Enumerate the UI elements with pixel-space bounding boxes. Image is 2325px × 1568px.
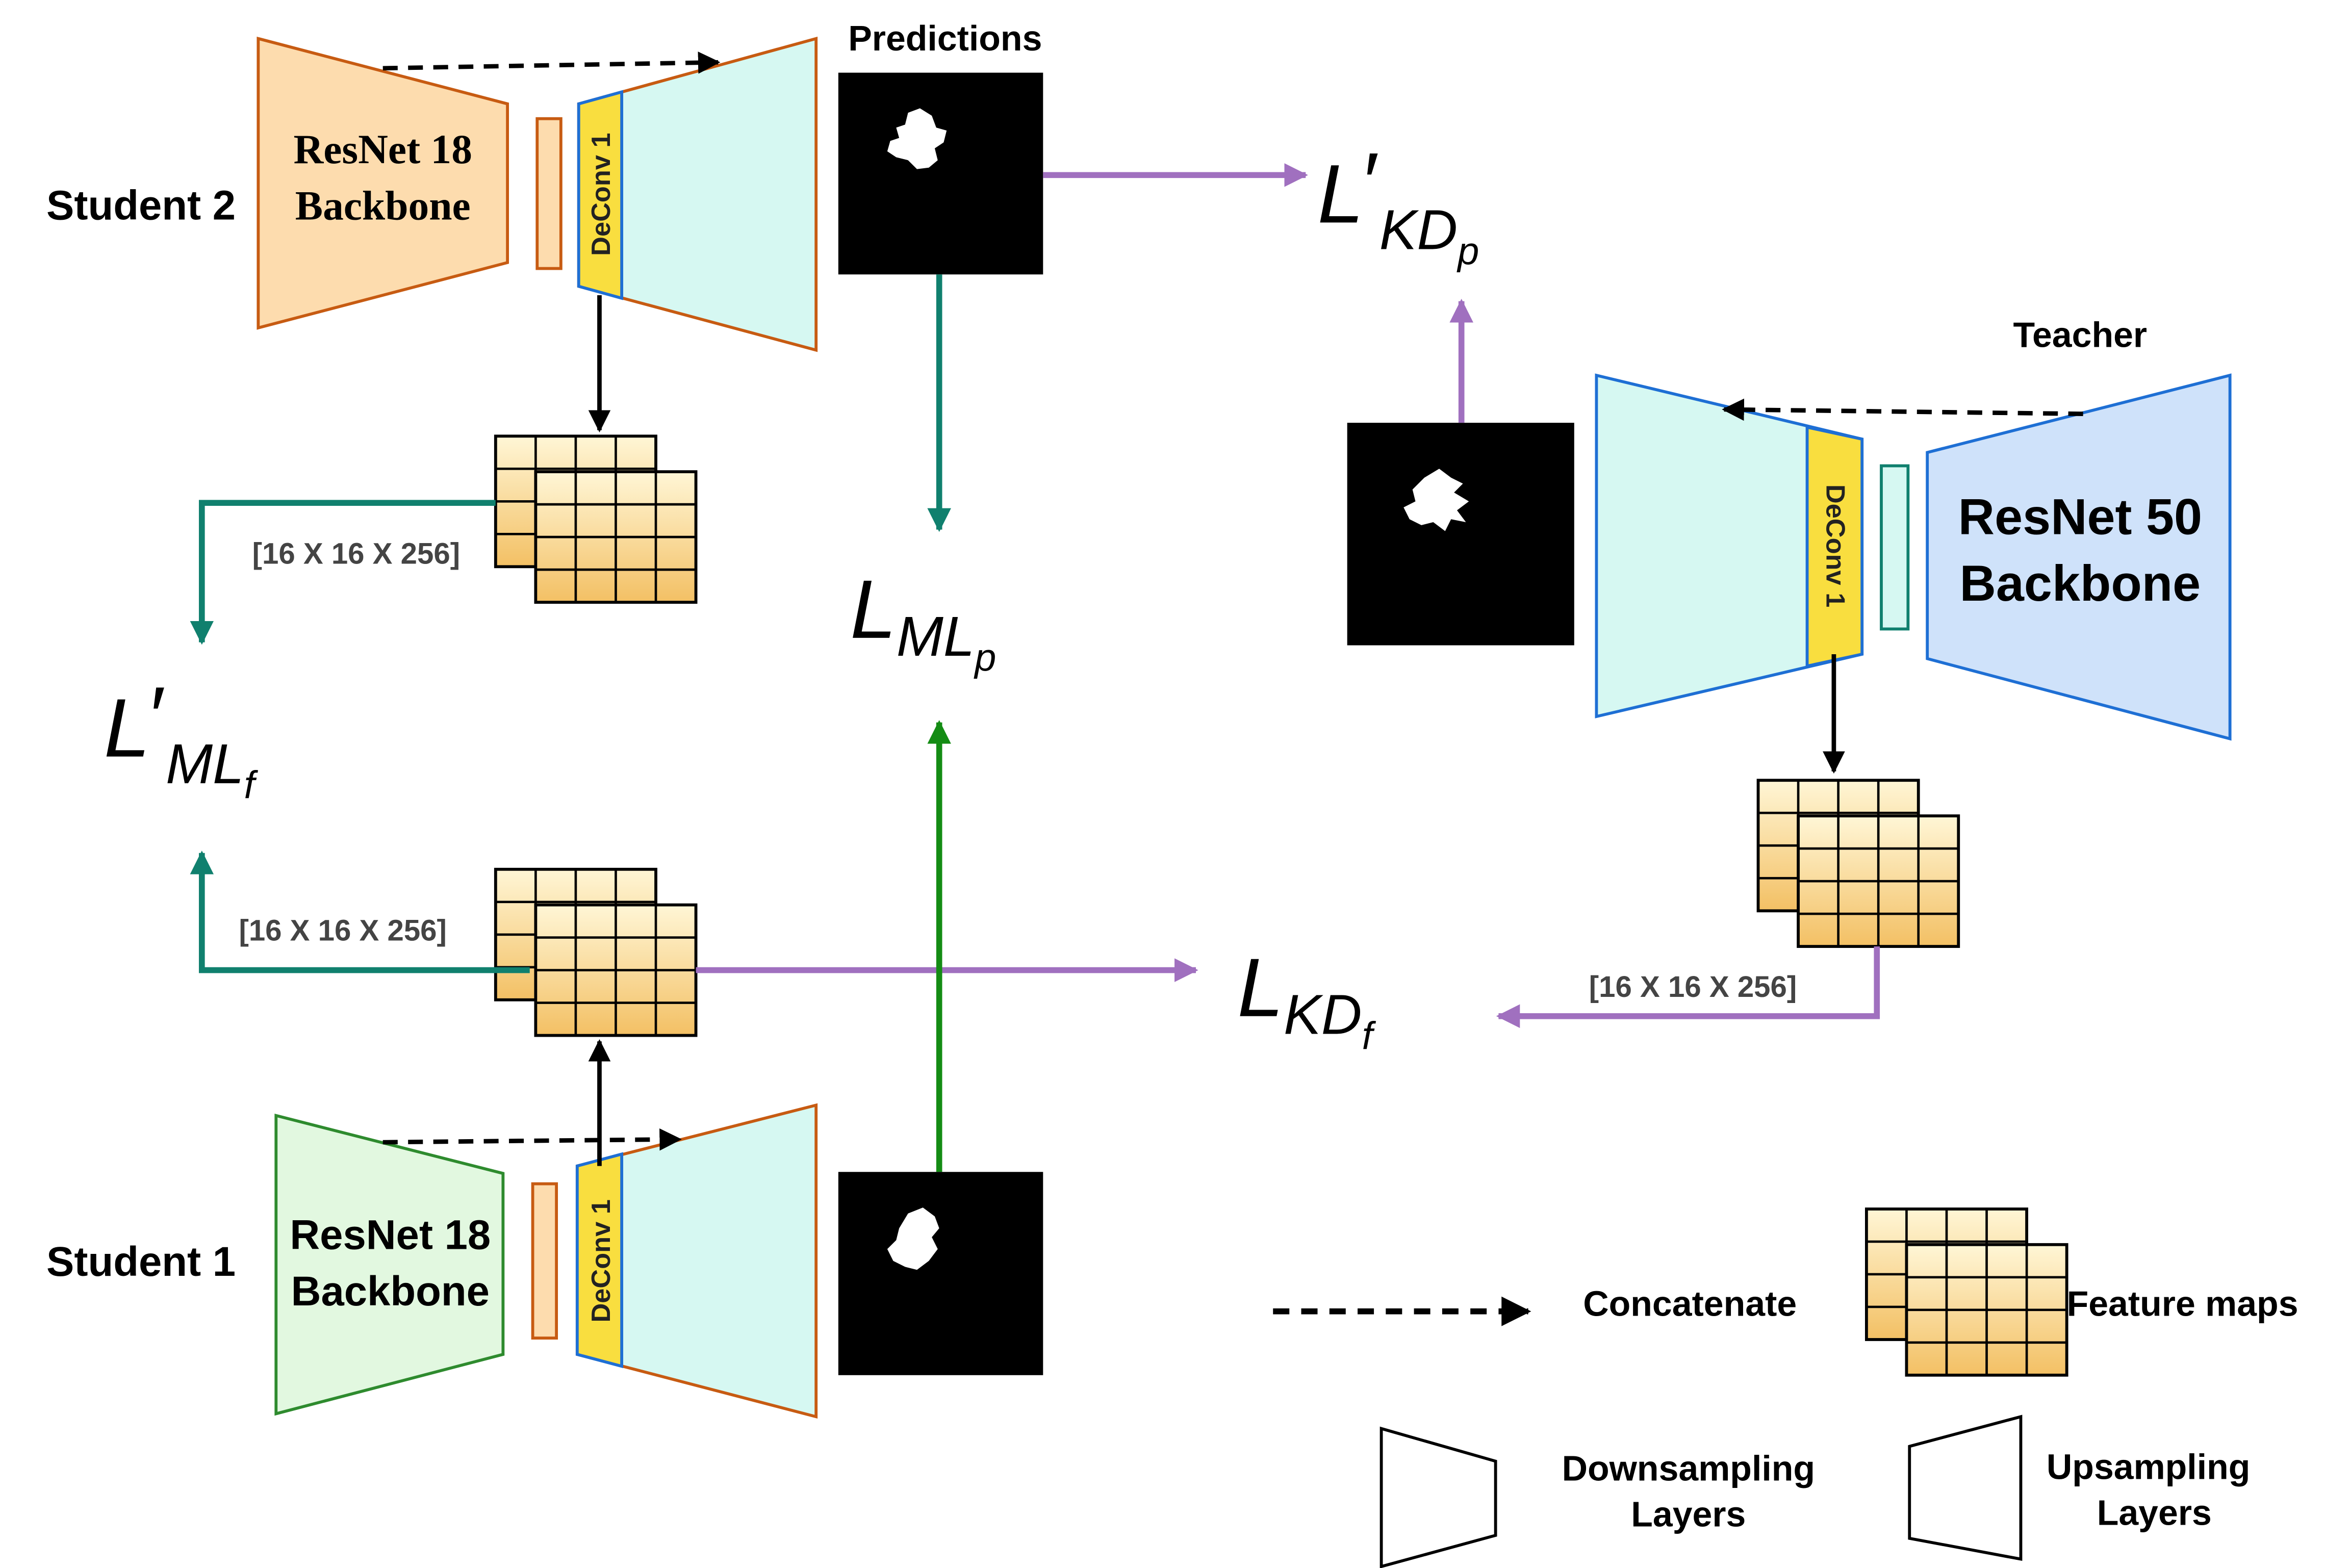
teacher-backbone [1926, 373, 2232, 741]
student1-backbone-label-line2: Backbone [291, 1268, 490, 1315]
loss-kd-f-subsub: f [1362, 1015, 1376, 1058]
svg-text:L′KDp: L′KDp [1318, 136, 1479, 273]
student1-features-to-mlf-arrow [190, 851, 530, 973]
legend-downsampling-label-line2: Layers [1631, 1495, 1746, 1534]
student2-deconv1-label: DeConv 1 [586, 133, 616, 256]
legend-concatenate-label: Concatenate [1583, 1283, 1797, 1323]
teacher-features-to-kdf-arrow [1496, 946, 1880, 1029]
loss-ml-f-prime: ′ [150, 670, 166, 762]
student1-label: Student 1 [46, 1239, 236, 1285]
student2-prediction-mask [838, 72, 1043, 275]
teacher-label: Teacher [2013, 315, 2148, 355]
legend-feature-maps-label: Feature maps [2067, 1283, 2298, 1323]
legend-feature-maps-icon [1867, 1209, 2067, 1375]
student2-label: Student 2 [46, 183, 236, 229]
student1-backbone [274, 1113, 505, 1416]
teacher-bottleneck [1880, 464, 1910, 631]
teacher-backbone-label-line2: Backbone [1959, 555, 2201, 611]
student2-backbone-label-line1: ResNet 18 [293, 126, 472, 172]
legend-downsampling-label-line1: Downsampling [1562, 1448, 1815, 1488]
teacher-concat-arrow [1722, 398, 2083, 421]
student2-bottleneck [535, 117, 563, 270]
student2-concat-arrow [382, 52, 721, 74]
loss-kd-p: L′KDp [1318, 136, 1479, 273]
student2-feature-maps [496, 436, 696, 602]
student2-backbone [257, 36, 509, 330]
student1-feature-dims: [16 X 16 X 256] [239, 914, 446, 947]
legend: Concatenate Feature maps Downsampling La… [1273, 1209, 2298, 1568]
student1-prediction-mask [838, 1172, 1043, 1375]
teacher-backbone-label-line1: ResNet 50 [1958, 488, 2202, 545]
loss-ml-p-subsub: p [974, 636, 996, 679]
loss-ml-f-subsub: f [244, 764, 259, 807]
teacher-feature-dims: [16 X 16 X 256] [1589, 970, 1797, 1004]
loss-kd-p-prime: ′ [1364, 136, 1379, 228]
student1-backbone-label-line1: ResNet 18 [290, 1212, 491, 1258]
teacher-deconv1-label: DeConv 1 [1820, 484, 1850, 608]
loss-kd-p-sub: KD [1379, 199, 1458, 262]
student2-deconv1 [577, 90, 624, 300]
loss-ml-f-sub: ML [166, 733, 244, 795]
student1-feature-maps [496, 869, 696, 1036]
legend-upsampling-label-line2: Layers [2097, 1493, 2212, 1533]
legend-downsampling-icon [1379, 1426, 1497, 1568]
student2-backbone-label-line2: Backbone [295, 183, 471, 229]
legend-upsampling-label-line1: Upsampling [2047, 1447, 2251, 1486]
student2-mask-blob [887, 108, 947, 169]
loss-kd-f: LKDf [1237, 941, 1376, 1058]
student2-network: ResNet 18 Backbone DeConv 1 Student 2 [46, 36, 818, 352]
teacher-prediction-mask [1347, 423, 1574, 646]
loss-ml-p-sub: ML [897, 605, 975, 668]
loss-kd-p-subsub: p [1457, 230, 1479, 273]
loss-ml-p-base: L [850, 563, 897, 656]
loss-ml-p: LMLp [850, 563, 996, 679]
student1-network: ResNet 18 Backbone DeConv 1 Student 1 [46, 1039, 818, 1419]
teacher-network: DeConv 1 ResNet 50 Backbone [1595, 373, 2232, 741]
student2-feature-dims: [16 X 16 X 256] [252, 537, 460, 570]
teacher-deconv1 [1805, 425, 1864, 668]
loss-ml-f-base: L [104, 682, 150, 775]
svg-text:LMLp: LMLp [850, 563, 996, 679]
student2-features-to-mlf-arrow [190, 500, 496, 645]
student1-concat-arrow [382, 1128, 682, 1151]
loss-kd-p-base: L [1318, 147, 1364, 240]
svg-text:L′MLf: L′MLf [104, 670, 259, 807]
predictions-label: Predictions [848, 18, 1042, 58]
student1-deconv1 [575, 1152, 624, 1369]
loss-kd-f-base: L [1237, 941, 1284, 1034]
student1-mask-blob [887, 1207, 939, 1270]
loss-kd-f-sub: KD [1284, 984, 1362, 1046]
loss-ml-f: L′MLf [104, 670, 259, 807]
teacher-feature-maps [1758, 780, 1959, 946]
legend-upsampling-icon [1908, 1415, 2023, 1561]
svg-text:LKDf: LKDf [1237, 941, 1376, 1058]
student1-bottleneck [531, 1182, 558, 1340]
teacher-mask-blob [1403, 469, 1469, 531]
student1-deconv1-label: DeConv 1 [586, 1199, 616, 1323]
